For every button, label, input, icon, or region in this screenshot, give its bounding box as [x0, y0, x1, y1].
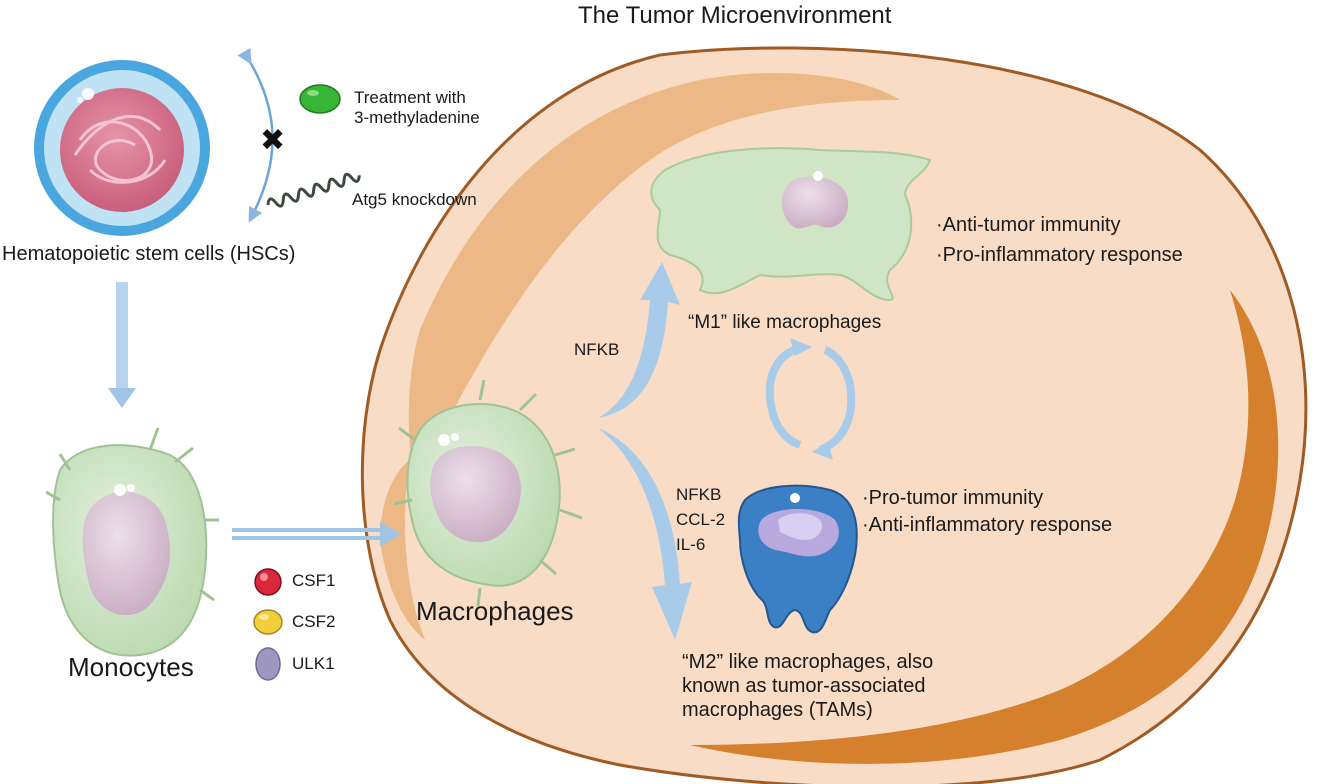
tme-band-left	[380, 460, 425, 640]
legend-icons	[253, 568, 283, 681]
macrophage-to-m2-arrow	[598, 428, 692, 640]
macrophage-cell	[393, 379, 583, 607]
inhibition-arc: ✖	[237, 47, 285, 223]
tme-outline	[360, 46, 1308, 784]
hsc-to-monocyte-arrow	[108, 282, 136, 408]
m2-macrophage-cell	[737, 484, 858, 634]
m2-effect-pro-tumor: ·Pro-tumor immunity	[862, 487, 1044, 509]
atg5-knockdown-label: Atg5 knockdown	[352, 190, 477, 209]
m2-factor-nfkb: NFKB	[676, 485, 722, 504]
m1-macrophage-cell	[650, 147, 932, 302]
tumor-microenvironment	[360, 46, 1308, 784]
macrophage-to-m1-arrow	[598, 262, 680, 418]
ulk1-icon	[255, 647, 281, 681]
m2-factor-il6: IL-6	[676, 535, 706, 554]
treatment-label: Treatment with 3-methyladenine	[354, 88, 480, 128]
hsc-cell	[34, 60, 210, 236]
m1-effect-anti-tumor: ·Anti-tumor immunity	[936, 214, 1121, 236]
m2-factor-ccl2: CCL-2	[676, 510, 726, 529]
atg5-rna-icon	[266, 172, 361, 208]
m1-effect-pro-inflammatory: ·Pro-inflammatory response	[936, 244, 1183, 266]
page-title: The Tumor Microenvironment	[578, 2, 892, 29]
m1-m2-cycle-icon	[765, 338, 856, 460]
legend-csf1-label: CSF1	[292, 571, 336, 590]
m1-label: “M1” like macrophages	[688, 312, 882, 333]
m2-label: “M2” like macrophages, also known as tum…	[682, 651, 934, 721]
m2-effect-anti-inflammatory: ·Anti-inflammatory response	[862, 514, 1113, 536]
csf1-icon	[254, 568, 282, 596]
macrophages-label: Macrophages	[416, 596, 574, 626]
tme-band-upper	[408, 72, 900, 510]
hsc-label: Hematopoietic stem cells (HSCs)	[2, 243, 296, 265]
legend-ulk1-label: ULK1	[292, 654, 335, 673]
csf2-icon	[253, 609, 283, 635]
methyladenine-pill-icon	[299, 84, 341, 114]
monocyte-cell	[45, 427, 219, 657]
monocytes-label: Monocytes	[68, 652, 194, 682]
inhibition-x-icon: ✖	[260, 123, 285, 158]
monocyte-to-macrophage-arrow	[232, 522, 402, 546]
legend-csf2-label: CSF2	[292, 612, 336, 631]
m1-pathway-label: NFKB	[574, 340, 620, 359]
